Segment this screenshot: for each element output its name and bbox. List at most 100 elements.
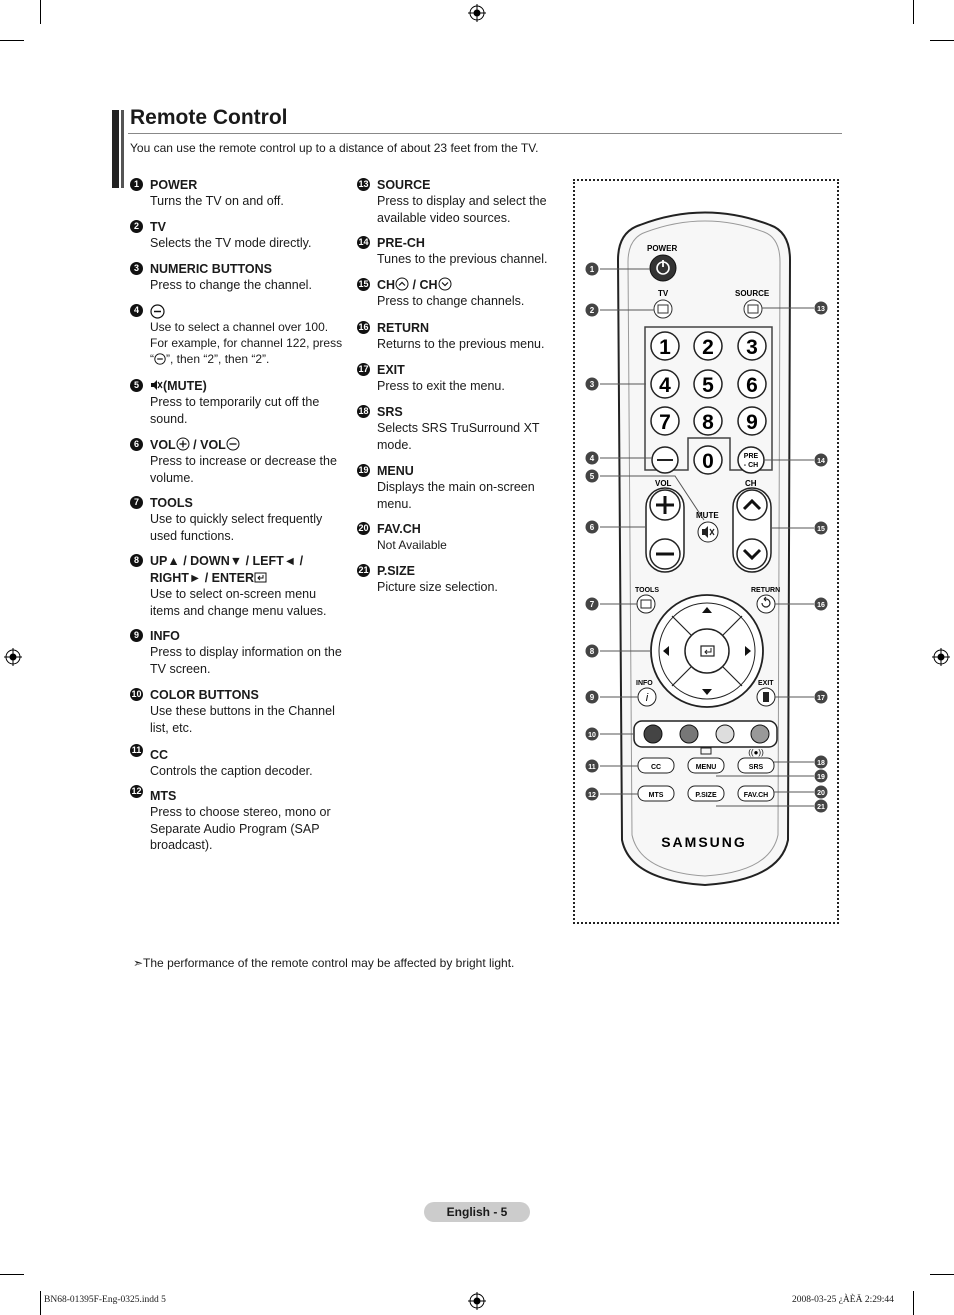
- callout-marker: [585, 597, 599, 611]
- item-description: Returns to the previous menu.: [377, 337, 545, 351]
- remote-body-inner: [627, 220, 781, 877]
- channel-up-button[interactable]: [736, 489, 768, 521]
- item-heading: RETURN: [377, 321, 430, 335]
- leader-line: [600, 475, 705, 521]
- item-description: Turns the TV on and off.: [150, 194, 284, 208]
- plus-icon: [176, 437, 190, 451]
- channel-down-button[interactable]: [736, 538, 768, 570]
- digit-label: 1: [659, 336, 671, 359]
- mts-button-label: MTS: [649, 792, 664, 799]
- item-number: 18: [357, 405, 370, 418]
- remote-label-info: INFO: [636, 680, 653, 687]
- callout-marker: [814, 785, 828, 799]
- intro-text: You can use the remote control up to a d…: [130, 141, 539, 155]
- item-description: Press to exit the menu.: [377, 379, 505, 393]
- remote-label-source: SOURCE: [735, 289, 770, 298]
- callout-number: 10: [588, 732, 596, 739]
- crop-mark: [0, 1274, 24, 1275]
- registration-mark-icon: [468, 1292, 486, 1310]
- digit-button[interactable]: [737, 331, 767, 361]
- mute-icon: [151, 380, 163, 390]
- item-description: Press to increase or decrease the volume…: [150, 454, 337, 485]
- digit-label: 9: [746, 411, 758, 434]
- favch-button[interactable]: [737, 785, 775, 802]
- left-arrow-icon[interactable]: [663, 646, 669, 656]
- menu-button[interactable]: [687, 757, 725, 774]
- item-number: 1: [130, 178, 143, 191]
- item-number: 3: [130, 262, 143, 275]
- psize-button-label: P.SIZE: [695, 792, 717, 799]
- callout-number: 4: [590, 454, 595, 463]
- enter-button[interactable]: [684, 628, 730, 674]
- mute-icon-cross: [709, 528, 715, 536]
- prech-button[interactable]: [737, 446, 765, 474]
- digit-button[interactable]: [650, 369, 680, 399]
- digit-label: 5: [702, 374, 714, 397]
- srs-button[interactable]: [737, 757, 775, 774]
- down-arrow-icon[interactable]: [702, 689, 712, 695]
- crop-mark: [40, 1291, 41, 1315]
- right-arrow-icon[interactable]: [745, 646, 751, 656]
- digit-button[interactable]: [737, 406, 767, 436]
- digit-label: 6: [746, 374, 758, 397]
- enter-icon-arrow: [704, 648, 712, 655]
- item-heading: COLOR BUTTONS: [150, 688, 259, 702]
- up-arrow-icon[interactable]: [702, 607, 712, 613]
- brand-logo: SAMSUNG: [661, 834, 747, 850]
- footnote: ➣The performance of the remote control m…: [133, 956, 515, 970]
- source-button[interactable]: [743, 299, 763, 319]
- callout-number: 20: [817, 790, 825, 797]
- crop-mark: [930, 40, 954, 41]
- item-heading: UP▲ / DOWN▼ / LEFT◄ /: [150, 554, 304, 568]
- item-heading: CC: [150, 748, 169, 762]
- tools-button[interactable]: [636, 594, 656, 614]
- remote-label-return: RETURN: [751, 587, 780, 594]
- item-description: Displays the main on-screen menu.: [377, 480, 535, 511]
- item-description: Use to select on-screen menu items and c…: [150, 587, 327, 618]
- remote-label-exit: EXIT: [758, 680, 774, 687]
- item-number: 19: [357, 464, 370, 477]
- item-heading: P.SIZE: [377, 564, 415, 578]
- color-key-1[interactable]: [643, 724, 663, 744]
- item-description: Use to select a channel over 100. For ex…: [150, 319, 345, 367]
- item-number: 15: [357, 278, 370, 291]
- remote-label-tools: TOOLS: [635, 587, 659, 594]
- power-button[interactable]: [649, 254, 677, 282]
- psize-button[interactable]: [687, 785, 725, 802]
- digit-button[interactable]: [693, 369, 723, 399]
- print-slug-date: 2008-03-25 ¿ÀÈÄ 2:29:44: [792, 1295, 894, 1305]
- page-title: Remote Control: [130, 106, 288, 129]
- color-key-3[interactable]: [715, 724, 735, 744]
- item-number: 11: [130, 744, 143, 757]
- callout-marker: [814, 769, 828, 783]
- color-key-4[interactable]: [750, 724, 770, 744]
- digit-button[interactable]: [693, 406, 723, 436]
- item-number: 21: [357, 564, 370, 577]
- registration-mark-icon: [4, 648, 22, 666]
- digit-label: 0: [702, 450, 714, 473]
- color-key-2[interactable]: [679, 724, 699, 744]
- remote-label-tv: TV: [658, 289, 669, 298]
- item-heading: INFO: [150, 629, 180, 643]
- digit-button[interactable]: [693, 331, 723, 361]
- item-number: 20: [357, 522, 370, 535]
- callout-marker: [585, 727, 599, 741]
- item-heading: POWER: [150, 178, 198, 192]
- digit-button[interactable]: [693, 445, 723, 475]
- digit-button[interactable]: [650, 406, 680, 436]
- title-accent-bar: [121, 110, 124, 188]
- item-heading: CH: [377, 278, 396, 292]
- item-heading: MTS: [150, 789, 177, 803]
- callout-marker: [585, 759, 599, 773]
- digit-label: 4: [659, 374, 671, 397]
- callout-number: 9: [590, 693, 595, 702]
- item-number: 17: [357, 363, 370, 376]
- digit-button[interactable]: [650, 331, 680, 361]
- tv-button[interactable]: [653, 299, 673, 319]
- registration-mark-icon: [932, 648, 950, 666]
- print-slug-file: BN68-01395F-Eng-0325.indd 5: [44, 1295, 166, 1305]
- digit-button[interactable]: [737, 369, 767, 399]
- source-icon: [747, 304, 759, 314]
- callout-number: 13: [817, 306, 825, 313]
- crop-mark: [40, 0, 41, 24]
